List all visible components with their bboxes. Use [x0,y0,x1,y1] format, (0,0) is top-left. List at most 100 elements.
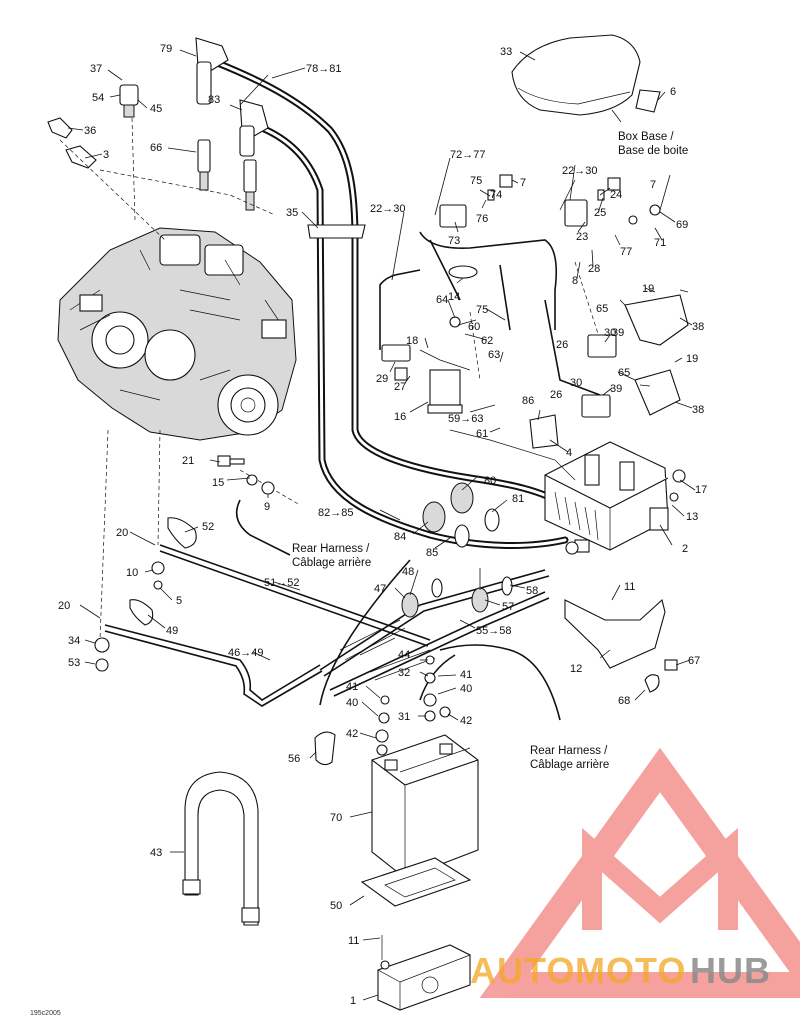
callout-84: 84 [394,531,406,543]
note-rear-harness-1-en: Rear Harness / [292,543,370,555]
callout-9: 9 [264,501,270,513]
callout-35: 35 [286,207,298,219]
callout-70: 70 [330,812,342,824]
callout-20-bottom: 20 [58,600,70,612]
callout-23: 23 [576,231,588,243]
clip-68 [644,674,660,693]
callout-1: 1 [350,995,356,1007]
callout-34: 34 [68,635,80,647]
callout-78-81: 78→81 [306,63,341,75]
callout-30-mid: 30 [570,377,582,389]
callout-31: 31 [398,711,410,723]
callout-55-58: 55→58 [476,625,511,637]
callout-4: 4 [566,447,572,459]
callout-81: 81 [512,493,524,505]
callout-39-top: 39 [612,327,624,339]
ignition-cables [195,37,569,549]
control-module [544,441,669,555]
callout-68: 68 [618,695,630,707]
bracket-12 [564,598,666,669]
callout-19-top: 19 [642,283,654,295]
callout-71: 71 [654,237,666,249]
callout-30-top: 30 [604,327,616,339]
callout-40-right: 40 [460,683,472,695]
callout-36: 36 [84,125,96,137]
callout-45: 45 [150,103,162,115]
note-rear-harness-2-fr: Câblage arrière [530,759,609,771]
callout-22-30-right: 22→30 [562,165,597,177]
callout-60: 60 [468,321,480,333]
box-cover-33 [511,34,661,116]
watermark-auto: AUTO [470,950,575,991]
callout-51-52: 51→52 [264,577,299,589]
callout-59-63: 59→63 [448,413,483,425]
callout-56: 56 [288,753,300,765]
hardware-engine [217,455,275,495]
callout-80: 80 [484,475,496,487]
callout-82-85: 82→85 [318,507,353,519]
callout-43: 43 [150,847,162,859]
leader-lines [67,49,696,1001]
guide-lines [99,169,601,641]
callout-labels: 79 78→81 37 54 45 36 3 83 66 33 6 Box Ba… [30,43,707,1017]
callout-61: 61 [476,428,488,440]
callout-62: 62 [481,335,493,347]
callout-47: 47 [374,583,386,595]
callout-44: 44 [398,649,410,661]
callout-15: 15 [212,477,224,489]
callout-27: 27 [394,381,406,393]
callout-72-77: 72→77 [450,149,485,161]
callout-75-top: 75 [470,175,482,187]
callout-25: 25 [594,207,606,219]
callout-6: 6 [670,86,676,98]
callout-69: 69 [676,219,688,231]
callout-16: 16 [394,411,406,423]
nut-67 [664,659,678,671]
note-box-base-en: Box Base / [618,131,674,143]
callout-54: 54 [92,92,104,104]
callout-38-top: 38 [692,321,704,333]
callout-17: 17 [695,484,707,496]
callout-67: 67 [688,655,700,667]
callout-10: 10 [126,567,138,579]
callout-29: 29 [376,373,388,385]
watermark-logo [479,747,800,998]
callout-74: 74 [490,189,502,201]
note-rear-harness-2-en: Rear Harness / [530,745,608,757]
callout-3: 3 [103,149,109,161]
callout-2: 2 [682,543,688,555]
battery-pad-50 [360,857,472,907]
battery-strap-43 [182,771,260,926]
callout-7-right: 7 [650,179,656,191]
callout-22-30-left: 22→30 [370,203,405,215]
engine-assembly [57,227,297,441]
figure-code: 195c2005 [30,1010,61,1017]
watermark-moto: MOTO [575,950,686,991]
battery-tray-1 [377,935,471,1011]
callout-42-right: 42 [460,715,472,727]
note-rear-harness-1-fr: Câblage arrière [292,557,371,569]
callout-50: 50 [330,900,342,912]
callout-53: 53 [68,657,80,669]
callout-66: 66 [150,142,162,154]
callout-28: 28 [588,263,600,275]
callout-58: 58 [526,585,538,597]
callout-79: 79 [160,43,172,55]
callout-7-left: 7 [520,177,526,189]
callout-48: 48 [402,566,414,578]
callout-11-right: 11 [624,581,635,593]
callout-14: 14 [448,291,460,303]
callout-57: 57 [502,601,514,613]
wiring-harness [235,231,601,721]
callout-18: 18 [406,335,418,347]
watermark-text: AUTO MOTO HUB [470,950,770,991]
callout-39-mid: 39 [610,383,622,395]
battery-hardware [375,655,451,756]
callout-52: 52 [202,521,214,533]
callout-75-mid: 75 [476,304,488,316]
callout-41-left: 41 [346,681,358,693]
callout-24: 24 [610,189,622,201]
callout-77: 77 [620,246,632,258]
callout-13: 13 [686,511,698,523]
